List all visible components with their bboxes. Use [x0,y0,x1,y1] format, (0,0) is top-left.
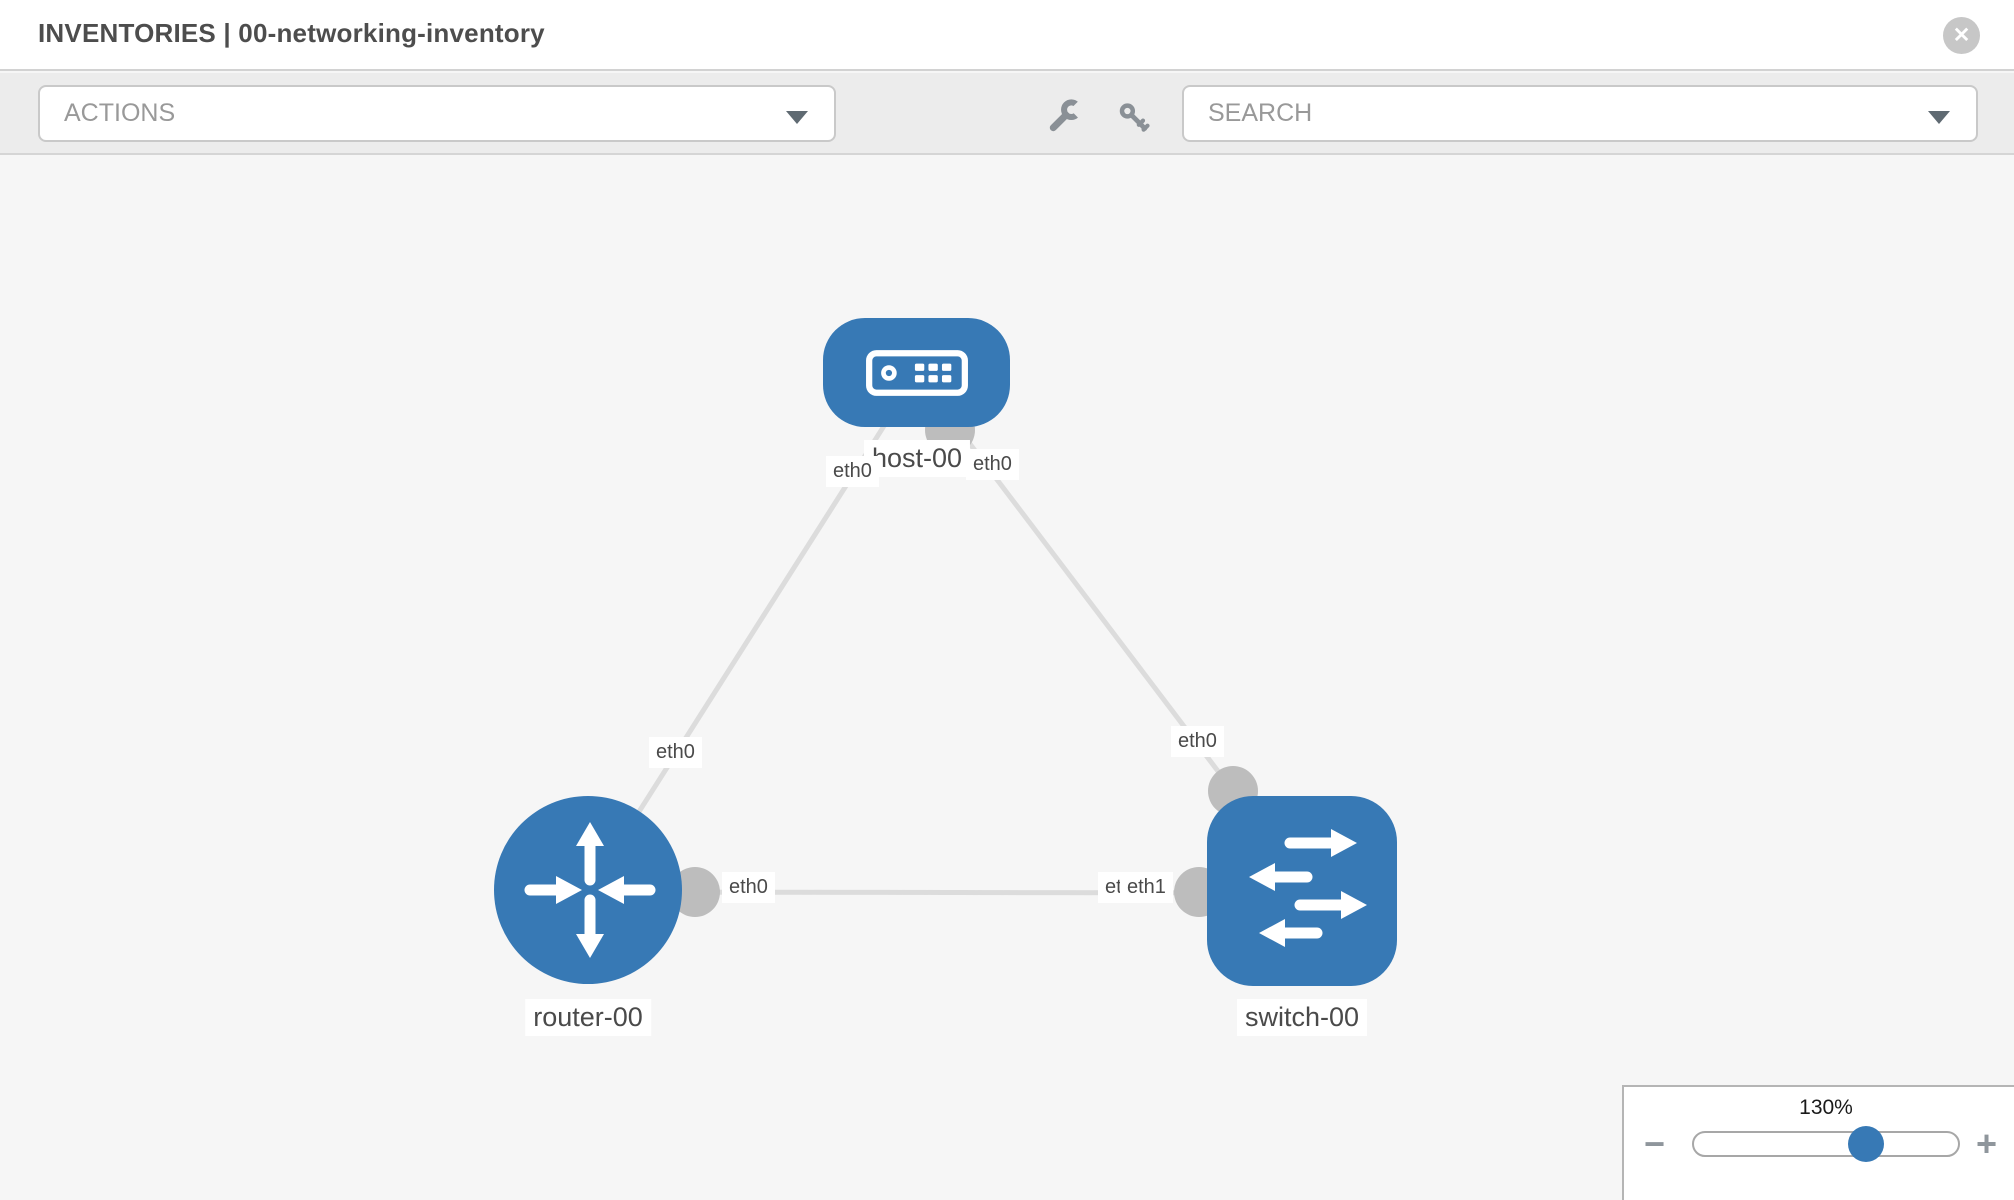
close-icon[interactable]: ✕ [1943,17,1980,54]
zoom-in-button[interactable]: + [1976,1123,1998,1164]
port-router-eth0[interactable] [670,867,720,917]
zoom-control-panel: 130% − + [1622,1085,2014,1200]
if-label-host-eth0-left: eth0 [826,456,879,487]
router-icon [524,822,656,958]
if-label-router-eth0-horiz: eth0 [722,872,775,903]
node-label-switch: switch-00 [1236,999,1368,1037]
node-label-router: router-00 [525,999,651,1037]
if-label-host-eth0-right: eth0 [966,449,1019,480]
zoom-out-button[interactable]: − [1644,1123,1666,1164]
topology-links [585,372,1303,917]
node-router-00[interactable] [494,796,682,984]
page-header: INVENTORIES | 00-networking-inventory ✕ [0,0,2014,71]
page-title: INVENTORIES | 00-networking-inventory [38,18,545,48]
zoom-slider[interactable] [1692,1126,1960,1162]
search-dropdown[interactable]: SEARCH [1182,85,1978,142]
chevron-down-icon [786,111,808,124]
toolbar: ACTIONS SEARCH [0,73,2014,155]
wrench-icon[interactable] [1046,97,1084,135]
zoom-level-value: 130% [1799,1096,1853,1119]
actions-dropdown-label: ACTIONS [64,99,176,127]
close-glyph: ✕ [1952,24,1971,47]
actions-dropdown[interactable]: ACTIONS [38,85,836,142]
if-label-router-eth0-diag: eth0 [649,737,702,768]
search-dropdown-placeholder: SEARCH [1208,99,1313,127]
topology-canvas[interactable]: host-00 router-00 switch-00 eth0 eth0 et… [0,157,2014,1200]
zoom-slider-handle[interactable] [1848,1126,1884,1162]
host-icon [865,349,968,396]
chevron-down-icon [1928,111,1950,124]
interface-ports [670,405,1258,917]
node-switch-00[interactable] [1207,796,1397,986]
node-label-host: host-00 [863,440,971,478]
node-host-00[interactable] [823,318,1010,427]
key-icon[interactable] [1116,99,1152,135]
if-label-switch-eth1: eth1 [1120,872,1173,903]
if-label-switch-eth0-diag: eth0 [1171,726,1224,757]
switch-icon [1249,829,1367,947]
